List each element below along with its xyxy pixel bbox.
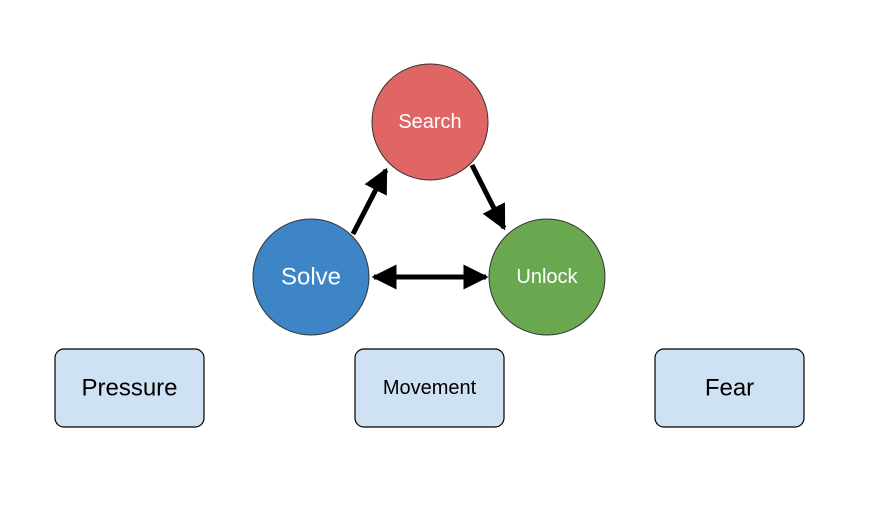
box-movement-rect xyxy=(354,348,505,428)
box-pressure: Pressure xyxy=(54,348,205,428)
node-unlock-label: Unlock xyxy=(516,266,578,288)
box-movement: Movement xyxy=(354,348,505,428)
node-search-label: Search xyxy=(398,111,461,133)
node-search-circle xyxy=(371,63,489,181)
box-movement-label: Movement xyxy=(383,377,477,399)
box-fear-label: Fear xyxy=(705,375,754,402)
node-unlock-circle xyxy=(488,218,606,336)
node-solve-circle xyxy=(252,218,370,336)
node-solve-label: Solve xyxy=(281,264,341,291)
box-pressure-label: Pressure xyxy=(81,375,177,402)
node-unlock: Unlock xyxy=(488,218,606,336)
box-fear-rect xyxy=(654,348,805,428)
arrow-search-to-unlock xyxy=(469,163,507,231)
node-search: Search xyxy=(371,63,489,181)
node-solve: Solve xyxy=(252,218,370,336)
arrow-solve-to-search xyxy=(350,167,389,236)
box-pressure-rect xyxy=(54,348,205,428)
box-fear: Fear xyxy=(654,348,805,428)
edges xyxy=(350,163,507,290)
